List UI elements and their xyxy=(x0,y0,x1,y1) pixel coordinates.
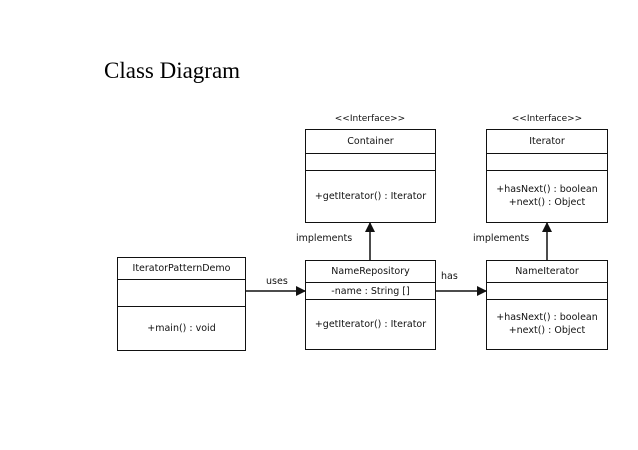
iterator-stereotype: <<Interface>> xyxy=(511,114,583,124)
iterator-class-box: Iterator +hasNext() : boolean +next() : … xyxy=(486,129,608,223)
repository-attributes: -name : String [] xyxy=(306,283,435,300)
repository-class-box: NameRepository -name : String [] +getIte… xyxy=(305,260,436,350)
name-iterator-attributes xyxy=(487,283,607,300)
container-class-name: Container xyxy=(306,130,435,154)
diagram-title: Class Diagram xyxy=(104,58,241,83)
has-label: has xyxy=(441,271,458,282)
container-stereotype: <<Interface>> xyxy=(334,114,406,124)
repository-class-name: NameRepository xyxy=(306,261,435,283)
demo-methods: +main() : void xyxy=(118,307,245,349)
demo-method: +main() : void xyxy=(147,322,216,334)
uses-label: uses xyxy=(266,276,288,287)
name-iterator-class-box: NameIterator +hasNext() : boolean +next(… xyxy=(486,260,608,350)
container-class-box: Container +getIterator() : Iterator xyxy=(305,129,436,223)
iterator-attributes xyxy=(487,154,607,171)
iterator-method: +hasNext() : boolean xyxy=(496,184,598,195)
container-attributes xyxy=(306,154,435,171)
container-methods: +getIterator() : Iterator xyxy=(306,171,435,221)
iterator-method: +next() : Object xyxy=(508,197,586,208)
container-method: +getIterator() : Iterator xyxy=(314,190,427,202)
implements-label-left: implements xyxy=(296,233,353,244)
repository-methods: +getIterator() : Iterator xyxy=(306,300,435,348)
iterator-class-name: Iterator xyxy=(487,130,607,154)
name-iterator-method: +next() : Object xyxy=(508,325,586,336)
name-iterator-class-name: NameIterator xyxy=(487,261,607,283)
name-iterator-methods: +hasNext() : boolean +next() : Object xyxy=(487,300,607,348)
iterator-methods: +hasNext() : boolean +next() : Object xyxy=(487,171,607,221)
demo-attributes xyxy=(118,280,245,307)
repository-method: +getIterator() : Iterator xyxy=(314,318,427,330)
name-iterator-method: +hasNext() : boolean xyxy=(496,312,598,323)
demo-class-name: IteratorPatternDemo xyxy=(118,258,245,280)
implements-label-right: implements xyxy=(473,233,530,244)
demo-class-box: IteratorPatternDemo +main() : void xyxy=(117,257,246,351)
